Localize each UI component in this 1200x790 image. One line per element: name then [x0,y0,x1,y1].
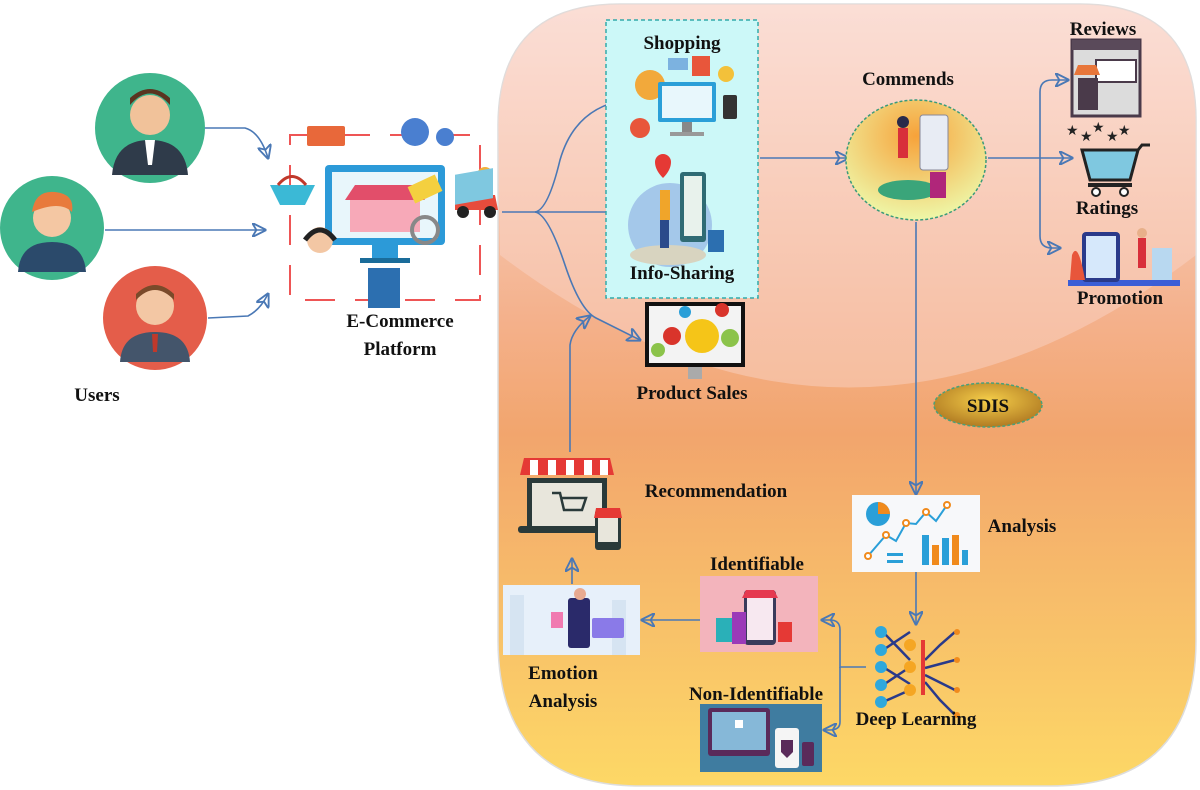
svg-text:★: ★ [1092,121,1105,136]
info-sharing-icon [628,154,724,267]
arrow-deep-learning-identifiable [822,620,866,668]
sdis-label: SDIS [967,396,1009,417]
users-label: Users [74,385,119,406]
ratings-stars-icon: ★★★ ★★ [1066,121,1131,145]
user-avatar-3 [103,266,207,370]
identifiable-image [700,576,818,652]
product-sales-icon [645,302,745,379]
svg-text:★: ★ [1106,130,1119,145]
analysis-chart-icon [852,495,980,572]
svg-text:★: ★ [1066,124,1079,139]
shopping-label: Shopping [643,33,721,54]
analysis-label: Analysis [988,516,1057,537]
recommendation-icon [518,458,622,550]
arrow-user1-platform [205,127,268,158]
arrow-user3-platform [207,294,268,319]
emotion-label-line1: Emotion [528,663,598,684]
user-avatar-2 [0,176,104,280]
ecommerce-platform-icon [270,118,498,308]
promotion-icon [1068,228,1180,286]
recommendation-label: Recommendation [645,481,788,502]
info-sharing-label: Info-Sharing [630,263,735,284]
emotion-analysis-image [503,585,640,655]
reviews-label: Reviews [1070,19,1136,40]
platform-label-line2: Platform [364,339,437,360]
ratings-cart-icon [1080,143,1150,197]
sdis-badge [933,382,1043,428]
svg-text:★: ★ [1118,124,1131,139]
arrow-recommendation-product-sales [569,316,590,452]
arrow-platform-shopping [502,100,625,213]
emotion-label-line2: Analysis [529,691,598,712]
ratings-label: Ratings [1076,198,1138,219]
svg-text:★: ★ [1080,130,1093,145]
platform-label-line1: E-Commerce [346,311,453,332]
deep-learning-network-icon [875,626,960,718]
user-avatar-1 [95,73,205,183]
promotion-label: Promotion [1077,288,1164,309]
deep-learning-label: Deep Learning [856,709,977,730]
arrow-commends-promotion [1039,158,1060,248]
reviews-icon [1070,38,1142,118]
commends-icon [845,99,987,221]
commends-label: Commends [862,69,954,90]
arrow-deep-learning-non-identifiable [824,667,841,730]
product-sales-label: Product Sales [636,383,747,404]
non-identifiable-label: Non-Identifiable [689,684,823,705]
arrow-commends-reviews [1039,80,1068,158]
identifiable-label: Identifiable [710,554,804,575]
non-identifiable-image [700,704,822,772]
shopping-icon [630,56,737,138]
arrow-platform-product-sales [534,211,640,340]
